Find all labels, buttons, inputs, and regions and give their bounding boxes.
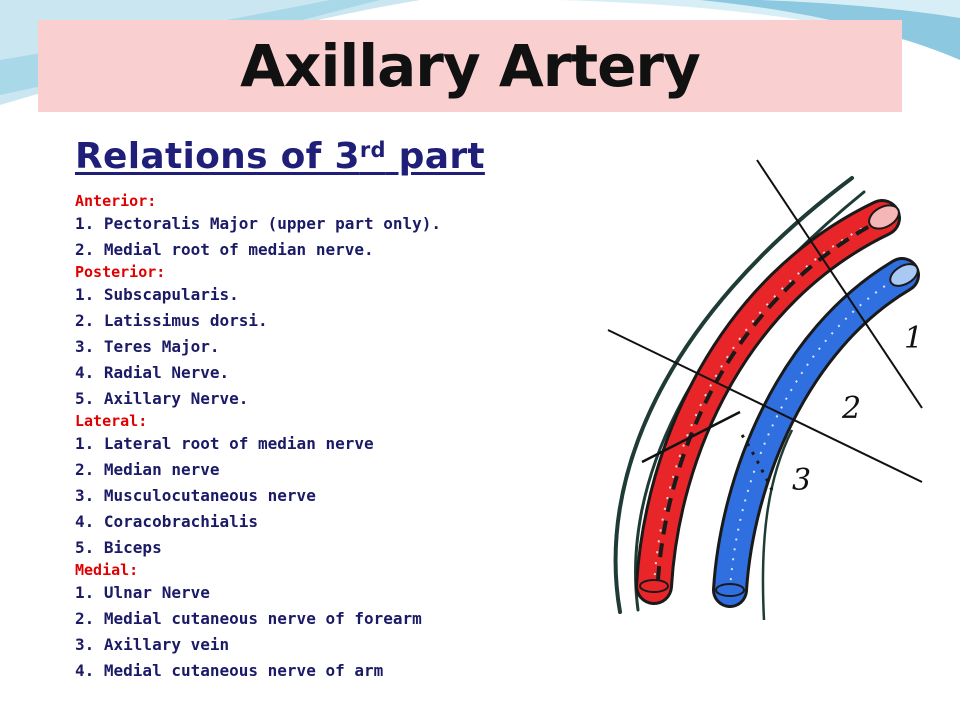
- vein-cut-end: [889, 263, 919, 287]
- title-bar: Axillary Artery: [38, 20, 902, 112]
- diagram-label-2: 2: [841, 391, 861, 426]
- section-anterior: Anterior: 1. Pectoralis Major (upper par…: [75, 192, 595, 263]
- section-heading: Anterior:: [75, 192, 157, 210]
- subtitle-rest: part: [385, 136, 485, 177]
- relations-list: Anterior: 1. Pectoralis Major (upper par…: [75, 192, 595, 684]
- list-item: 4. Medial cutaneous nerve of arm: [75, 661, 384, 680]
- section-heading: Medial:: [75, 561, 139, 579]
- list-item: 2. Median nerve: [75, 460, 220, 479]
- divider-line-2: [607, 329, 923, 483]
- list-item: 1. Subscapularis.: [75, 285, 239, 304]
- divider-line-1: [756, 159, 923, 409]
- list-item: 2. Medial root of median nerve.: [75, 240, 374, 259]
- list-item: 2. Medial cutaneous nerve of forearm: [75, 609, 422, 628]
- list-item: 2. Latissimus dorsi.: [75, 311, 268, 330]
- section-medial: Medial: 1. Ulnar Nerve 2. Medial cutaneo…: [75, 561, 595, 684]
- list-item: 1. Ulnar Nerve: [75, 583, 210, 602]
- list-item: 3. Musculocutaneous nerve: [75, 486, 316, 505]
- diagram-label-1: 1: [904, 321, 923, 356]
- artery-lower-end: [639, 579, 669, 593]
- list-item: 5. Biceps: [75, 538, 162, 557]
- list-item: 3. Axillary vein: [75, 635, 230, 654]
- artery-cut-end: [868, 204, 900, 230]
- subtitle-superscript: rd: [359, 138, 386, 162]
- artery: [638, 202, 898, 602]
- divider-line-3: [641, 410, 741, 464]
- diagram-label-3: 3: [792, 463, 811, 498]
- subtitle-main: Relations of 3: [75, 136, 360, 177]
- section-lateral: Lateral: 1. Lateral root of median nerve…: [75, 412, 595, 561]
- section-posterior: Posterior: 1. Subscapularis. 2. Latissim…: [75, 263, 595, 412]
- list-item: 5. Axillary Nerve.: [75, 389, 249, 408]
- vein-lower-end: [715, 583, 745, 597]
- page-title: Axillary Artery: [240, 32, 701, 100]
- list-item: 3. Teres Major.: [75, 337, 220, 356]
- axillary-artery-diagram: 1 2 3: [607, 159, 923, 620]
- fascia-line-outer: [613, 176, 854, 614]
- section-heading: Lateral:: [75, 412, 148, 430]
- section-subtitle: Relations of 3rd part: [75, 136, 485, 177]
- vein-speckle: [729, 274, 903, 591]
- section-heading: Posterior:: [75, 263, 166, 281]
- list-item: 1. Pectoralis Major (upper part only).: [75, 214, 442, 233]
- list-item: 4. Coracobrachialis: [75, 512, 259, 531]
- list-item: 4. Radial Nerve.: [75, 363, 230, 382]
- list-item: 1. Lateral root of median nerve: [75, 434, 374, 453]
- nerve-line-medial: [761, 429, 794, 620]
